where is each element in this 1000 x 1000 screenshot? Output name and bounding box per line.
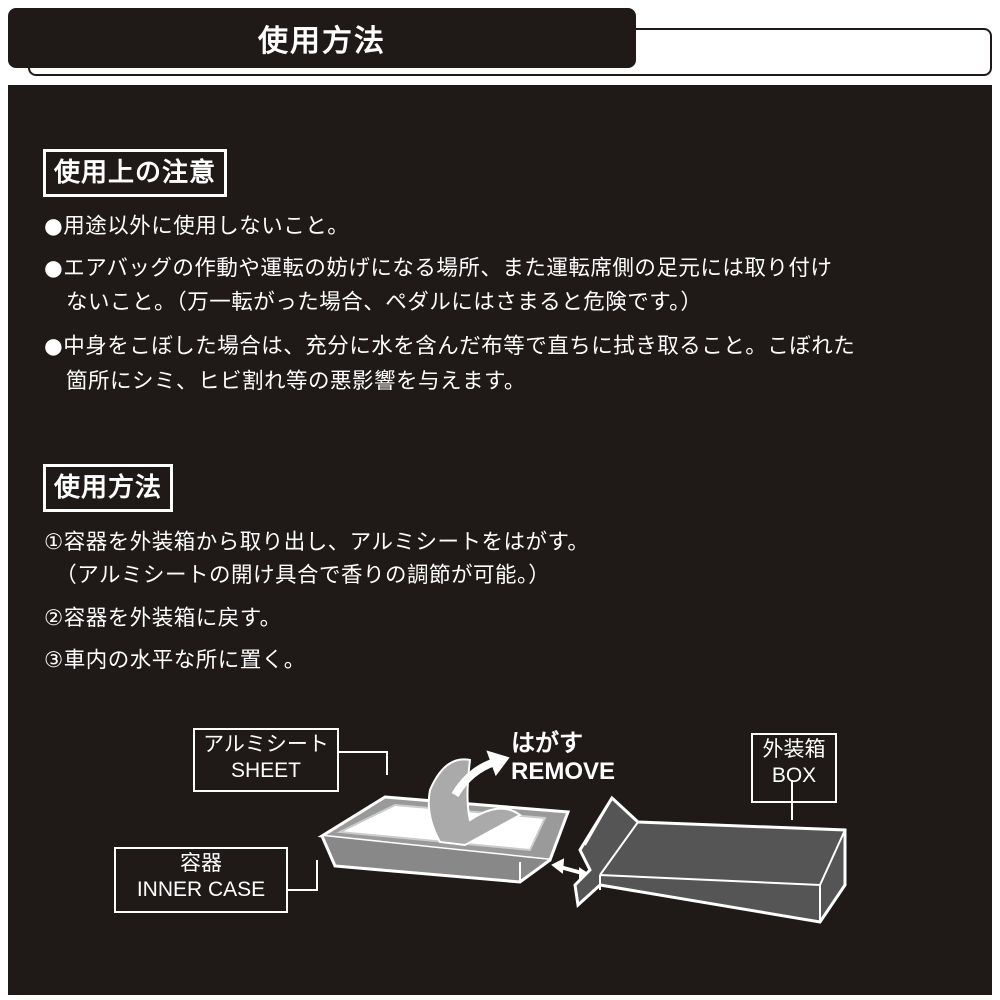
box-label-jp: 外装箱 — [762, 738, 826, 761]
usage-step: （アルミシートの開け具合で香りの調節が可能。） — [44, 563, 551, 588]
inner-case-label: 容器 INNER CASE — [114, 847, 288, 913]
inner-case-label-en: INNER CASE — [136, 878, 266, 901]
sheet-label: アルミシート SHEET — [193, 728, 339, 792]
page-title: 使用方法 — [8, 8, 636, 68]
remove-arrow-icon — [451, 758, 497, 798]
caution-line: ないこと。（万一転がった場合、ペダルにはさまると危険です。） — [44, 290, 703, 315]
double-arrow-icon — [559, 865, 583, 875]
sheet-icon — [427, 758, 522, 847]
instructions-panel: 使用上の注意 ●用途以外に使用しないこと。 ●エアバッグの作動や運転の妨げになる… — [8, 85, 992, 995]
inner-case-label-jp: 容器 — [180, 852, 222, 875]
box-label: 外装箱 BOX — [751, 733, 837, 803]
remove-label-en: REMOVE — [511, 758, 616, 785]
box-label-en: BOX — [771, 764, 817, 787]
caution-line: ●エアバッグの作動や運転の妨げになる場所、また運転席側の足元には取り付け — [44, 256, 833, 281]
usage-step: ②容器を外装箱に戻す。 — [44, 606, 282, 631]
caution-line: 箇所にシミ、ヒビ割れ等の悪影響を与えます。 — [44, 369, 526, 394]
usage-step: ①容器を外装箱から取り出し、アルミシートをはがす。 — [44, 530, 590, 555]
sheet-label-en: SHEET — [230, 759, 301, 782]
diagram-illustration — [287, 750, 847, 924]
usage-step: ③車内の水平な所に置く。 — [44, 648, 306, 673]
remove-label-jp: はがす — [511, 730, 583, 757]
cautions-heading: 使用上の注意 — [43, 149, 228, 197]
usage-heading: 使用方法 — [43, 464, 174, 512]
box-icon — [573, 795, 847, 924]
sheet-label-jp: アルミシート — [203, 733, 329, 756]
caution-line: ●用途以外に使用しないこと。 — [44, 214, 350, 239]
caution-line: ●中身をこぼした場合は、充分に水を含んだ布等で直ちに拭き取ること。こぼれた — [44, 334, 856, 359]
remove-label: はがす REMOVE — [511, 730, 615, 786]
